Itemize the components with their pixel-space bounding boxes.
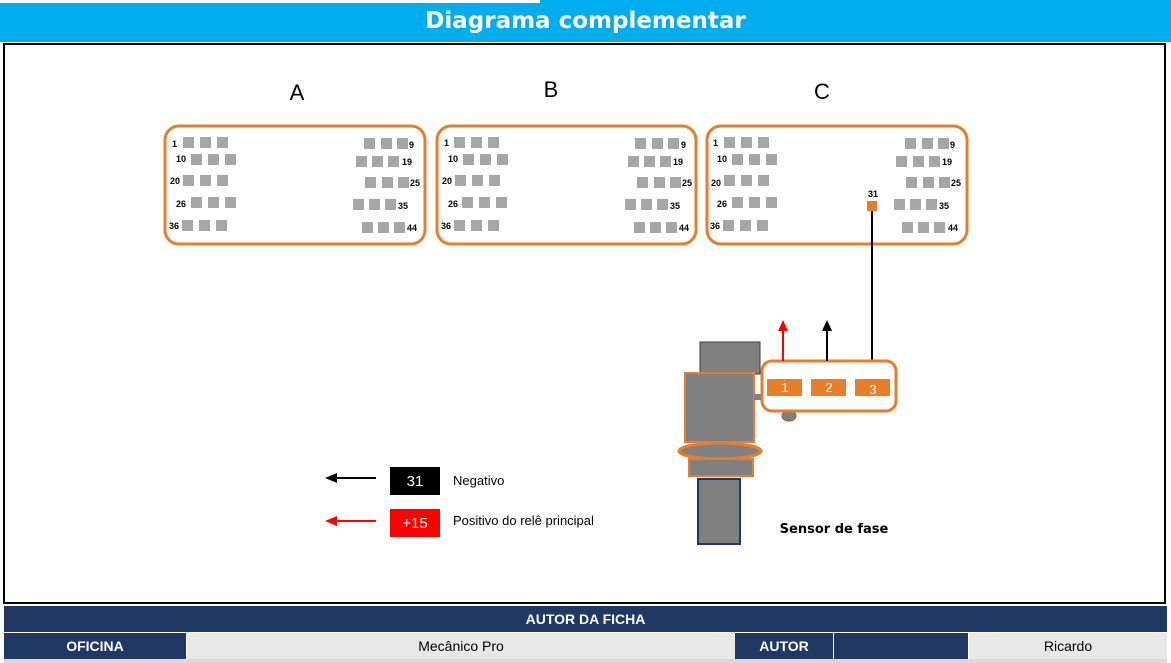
pin-label: 44 bbox=[948, 223, 958, 233]
title-bar: Diagrama complementar bbox=[0, 0, 1171, 42]
terminal-2-label: 2 bbox=[825, 380, 832, 395]
legend-31-description: Negativo bbox=[453, 473, 504, 488]
connector-a-letter: A bbox=[290, 80, 305, 105]
diagram-frame bbox=[3, 43, 1166, 604]
title-top-strip bbox=[0, 0, 540, 3]
workshop-label: OFICINA bbox=[4, 633, 186, 659]
workshop-value: Mecânico Pro bbox=[186, 633, 735, 659]
pin-label: 10 bbox=[176, 154, 186, 164]
phase-sensor: 1 2 3 bbox=[677, 341, 898, 545]
connector-a: 1 9 10 19 20 25 26 35 36 44 bbox=[163, 124, 427, 246]
footer-row: OFICINA Mecânico Pro AUTOR Ricardo bbox=[4, 633, 1167, 659]
pin-31 bbox=[867, 201, 877, 211]
pin-label: 26 bbox=[717, 199, 727, 209]
pin-label: 26 bbox=[448, 199, 458, 209]
pin-label: 1 bbox=[444, 138, 449, 148]
pin-label: 10 bbox=[448, 154, 458, 164]
black-arrow-icon bbox=[325, 473, 376, 483]
pin-label: 9 bbox=[950, 140, 955, 150]
pin-label: 44 bbox=[407, 223, 417, 233]
pin-label: 25 bbox=[951, 178, 961, 188]
pin-label: 9 bbox=[409, 140, 414, 150]
pin-label: 36 bbox=[710, 221, 720, 231]
author-spacer bbox=[833, 633, 968, 659]
terminal-1-label: 1 bbox=[781, 380, 788, 395]
pin-label: 20 bbox=[442, 176, 452, 186]
sensor-label: Sensor de fase bbox=[780, 522, 889, 537]
pin-31-label: 31 bbox=[868, 189, 878, 199]
pin-label: 20 bbox=[170, 176, 180, 186]
terminal-3-label: 3 bbox=[869, 382, 876, 397]
black-arrow-icon bbox=[822, 320, 832, 361]
footer-title: AUTOR DA FICHA bbox=[4, 606, 1167, 632]
red-arrow-icon bbox=[325, 516, 376, 526]
pin-label: 35 bbox=[398, 201, 408, 211]
pin-label: 36 bbox=[441, 221, 451, 231]
pin-label: 35 bbox=[939, 201, 949, 211]
red-arrow-icon bbox=[778, 320, 788, 361]
connector-c-letter: C bbox=[814, 79, 830, 104]
pin-label: 19 bbox=[673, 157, 683, 167]
pin-label: 35 bbox=[670, 201, 680, 211]
pin-label: 9 bbox=[681, 140, 686, 150]
page-title: Diagrama complementar bbox=[425, 8, 746, 34]
terminal-1 bbox=[767, 379, 802, 396]
pin-label: 26 bbox=[176, 199, 186, 209]
legend-31-code: 31 bbox=[407, 473, 424, 490]
pin-label: 44 bbox=[679, 223, 689, 233]
connector-b-letter: B bbox=[544, 77, 559, 102]
pin-label: 1 bbox=[713, 138, 718, 148]
connector-c: 1 9 10 19 20 25 26 35 36 44 31 bbox=[705, 124, 969, 246]
pin-label: 10 bbox=[717, 154, 727, 164]
pin-label: 19 bbox=[942, 157, 952, 167]
author-label: AUTOR bbox=[735, 633, 833, 659]
pin-label: 1 bbox=[172, 139, 177, 149]
author-value: Ricardo bbox=[968, 633, 1167, 659]
pin-label: 25 bbox=[682, 178, 692, 188]
legend-15-description: Positivo do relê principal bbox=[453, 513, 594, 528]
pin-label: 20 bbox=[711, 178, 721, 188]
legend-15-badge bbox=[390, 509, 440, 537]
pin-label: 36 bbox=[169, 221, 179, 231]
legend-15-code: +15 bbox=[402, 515, 427, 532]
bottom-line bbox=[4, 659, 1167, 663]
terminal-2 bbox=[811, 379, 846, 396]
legend-31-badge bbox=[390, 467, 440, 495]
pin-label: 19 bbox=[402, 157, 412, 167]
legend: 31 Negativo +15 Positivo do relê princip… bbox=[325, 467, 594, 537]
connector-b: 1 9 10 19 20 25 26 35 36 44 bbox=[435, 124, 698, 246]
pin-label: 25 bbox=[410, 178, 420, 188]
footer-title-text: AUTOR DA FICHA bbox=[525, 611, 646, 627]
terminal-3 bbox=[855, 379, 890, 396]
